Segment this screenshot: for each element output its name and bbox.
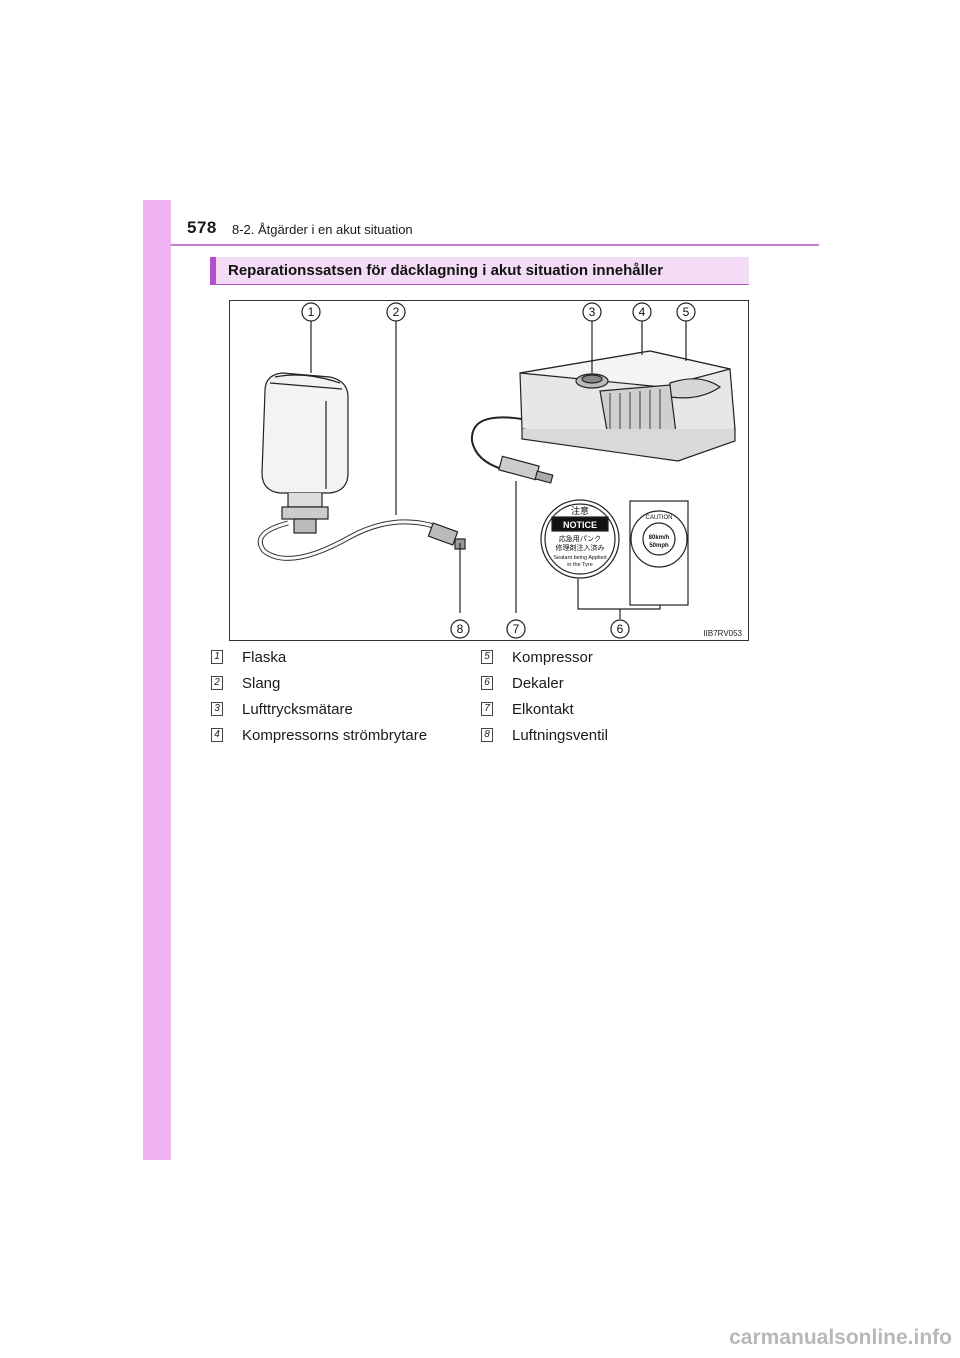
callout-6: 6 xyxy=(617,622,624,636)
legend-label: Lufttrycksmätare xyxy=(242,701,353,718)
legend-label: Dekaler xyxy=(512,675,564,692)
compressor-unit xyxy=(519,350,736,462)
figure-code: IIB7RV053 xyxy=(703,629,742,638)
legend-number: 8 xyxy=(481,728,493,742)
sealant-notice-sticker xyxy=(540,499,620,579)
caution-en-text: CAUTION xyxy=(646,515,673,521)
watermark: carmanualsonline.info xyxy=(729,1326,952,1349)
caution-speed-mph: 50mph xyxy=(649,543,669,549)
notice-jp-text: 注意 xyxy=(571,505,589,516)
legend-label: Slang xyxy=(242,675,281,692)
callout-3: 3 xyxy=(589,305,596,319)
legend-label: Kompressor xyxy=(512,649,593,666)
callout-5: 5 xyxy=(683,305,690,319)
legend-number: 4 xyxy=(211,728,223,742)
callout-4: 4 xyxy=(639,305,646,319)
section-title-bar: Reparationssatsen för däcklagning i akut… xyxy=(210,257,749,285)
callout-1: 1 xyxy=(308,305,315,319)
legend-number: 7 xyxy=(481,702,493,716)
page-number: 578 xyxy=(187,218,217,237)
repair-kit-illustration: 1 2 3 4 5 6 7 8 注意 NOTICE 応急用パンク 修理剤注入済み… xyxy=(229,300,749,641)
hose xyxy=(257,519,442,561)
legend-number: 2 xyxy=(211,676,223,690)
notice-line2: 修理剤注入済み xyxy=(556,543,605,552)
caution-speed-kmh: 80km/h xyxy=(649,535,670,541)
notice-en-text: NOTICE xyxy=(563,520,597,530)
repair-kit-drawing: 1 2 3 4 5 6 7 8 注意 NOTICE 応急用パンク 修理剤注入済み… xyxy=(257,302,736,639)
speed-caution-sticker xyxy=(629,500,689,606)
section-title: Reparationssatsen för däcklagning i akut… xyxy=(228,262,664,279)
legend-number: 5 xyxy=(481,650,493,664)
notice-line3: Sealant being Applied xyxy=(553,555,606,561)
legend-label: Kompressorns strömbrytare xyxy=(242,727,428,744)
callout-2: 2 xyxy=(393,305,400,319)
callout-8: 8 xyxy=(457,622,464,636)
side-tab-strip xyxy=(143,200,171,1160)
legend-number: 3 xyxy=(211,702,223,716)
notice-line1: 応急用パンク xyxy=(559,534,601,543)
legend-label: Luftningsventil xyxy=(512,727,608,744)
legend-label: Flaska xyxy=(242,649,287,666)
power-cord xyxy=(470,416,523,470)
chapter-heading: 8-2. Åtgärder i en akut situation xyxy=(232,222,413,237)
legend-number: 1 xyxy=(211,650,223,664)
header-divider xyxy=(171,244,819,246)
legend-label: Elkontakt xyxy=(512,701,574,718)
callout-7: 7 xyxy=(513,622,520,636)
notice-line4: in the Tyre xyxy=(567,562,593,568)
sealant-bottle xyxy=(261,372,349,534)
legend-number: 6 xyxy=(481,676,493,690)
